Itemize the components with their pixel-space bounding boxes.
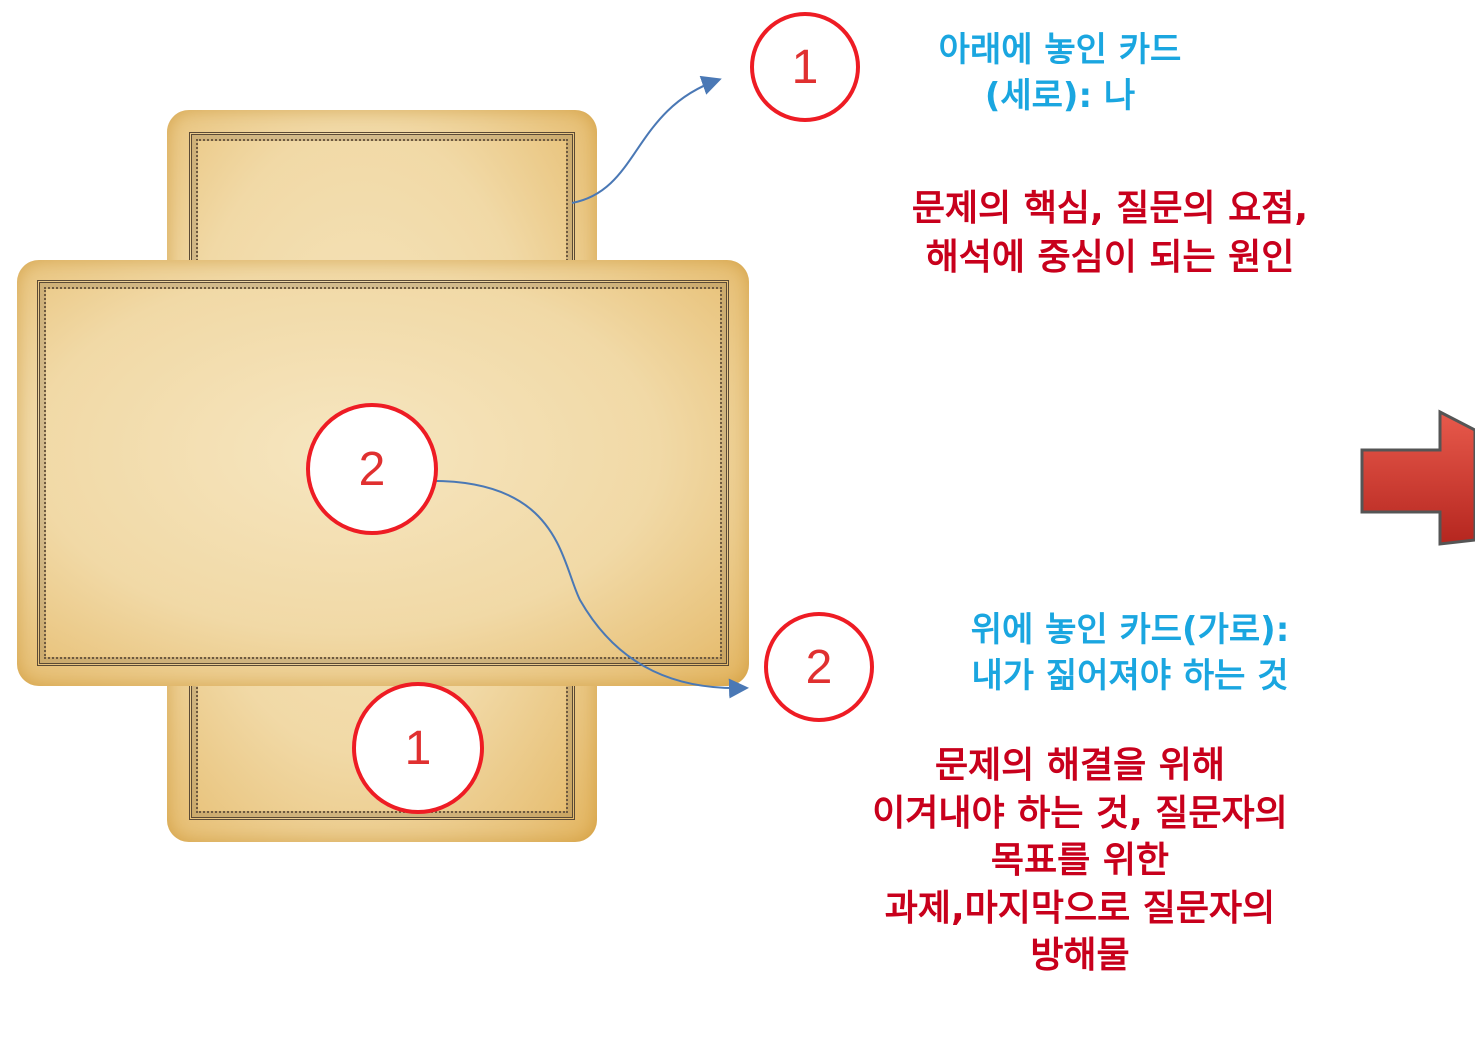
- callout-2-desc-line2: 이겨내야 하는 것, 질문자의: [872, 792, 1288, 834]
- callout-marker-1: 1: [750, 12, 860, 122]
- callout-1-title-line2: (세로): 나: [984, 75, 1136, 116]
- horizontal-card-border: [37, 280, 729, 666]
- marker-horizontal-card: 2: [306, 403, 438, 535]
- callout-2-desc-line5: 방해물: [1030, 935, 1130, 977]
- callout-1-title-line1: 아래에 놓인 카드: [938, 30, 1182, 70]
- callout-2-description: 문제의 해결을 위해 이겨내야 하는 것, 질문자의 목표를 위한 과제,마지막…: [760, 742, 1400, 980]
- connector-arrow-2: [404, 479, 749, 699]
- callout-2-desc-line3: 목표를 위한: [990, 840, 1170, 882]
- callout-1-title: 아래에 놓인 카드 (세로): 나: [860, 28, 1260, 120]
- callout-2-title-line1: 위에 놓인 카드(가로):: [970, 610, 1290, 650]
- callout-1-desc-line1: 문제의 핵심, 질문의 요점,: [911, 188, 1309, 229]
- callout-2-desc-line4: 과제,마지막으로 질문자의: [884, 887, 1276, 929]
- callout-1-desc-line2: 해석에 중심이 되는 원인: [925, 236, 1295, 278]
- callout-marker-2: 2: [764, 612, 874, 722]
- callout-2-title-line2: 내가 짊어져야 하는 것: [971, 655, 1289, 696]
- callout-2-title: 위에 놓인 카드(가로): 내가 짊어져야 하는 것: [870, 608, 1390, 700]
- callout-2-desc-line1: 문제의 해결을 위해: [934, 745, 1226, 786]
- callout-1-description: 문제의 핵심, 질문의 요점, 해석에 중심이 되는 원인: [790, 185, 1430, 282]
- right-arrow-icon: [1360, 409, 1475, 546]
- horizontal-card: [17, 260, 749, 686]
- connector-arrow-1: [571, 75, 722, 204]
- marker-vertical-card: 1: [352, 682, 484, 814]
